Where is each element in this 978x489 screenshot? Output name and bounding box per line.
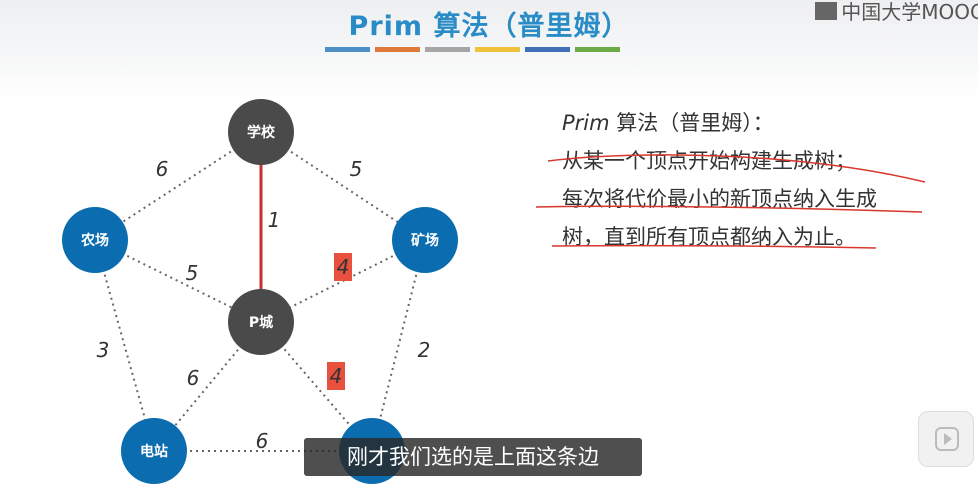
node-mine [392, 207, 458, 273]
algorithm-description: Prim 算法（普里姆）： 从某一个顶点开始构建生成树； 每次将代价最小的新顶点… [562, 104, 942, 256]
color-bar-segment [325, 47, 370, 52]
edge-farm-station [94, 239, 155, 452]
color-bar-segment [375, 47, 420, 52]
mooc-logo-icon [815, 1, 838, 20]
node-farm [62, 207, 128, 273]
node-label-farm: 农场 [80, 232, 109, 249]
node-pcity [228, 289, 294, 355]
node-school [228, 99, 294, 165]
edge-weight-mine-unknown: 2 [418, 338, 431, 362]
description-heading: Prim 算法（普里姆）： [562, 104, 942, 142]
description-line-1: 从某一个顶点开始构建生成树； [562, 149, 856, 173]
node-label-pcity: P城 [249, 314, 273, 331]
color-bar-segment [575, 47, 620, 52]
weight-highlight [327, 362, 345, 390]
heading-rest: 算法（普里姆）： [609, 111, 774, 135]
edge-weight-school-mine: 5 [350, 157, 363, 181]
edge-mine-unknown [371, 239, 426, 452]
edge-weight-farm-station: 3 [97, 338, 110, 362]
edge-pcity-unknown [260, 321, 373, 452]
heading-italic: Prim [562, 111, 610, 135]
play-icon [935, 427, 959, 451]
node-station [121, 418, 187, 484]
edge-weight-pcity-unknown: 4 [330, 364, 343, 388]
node-label-school: 学校 [247, 124, 276, 141]
mooc-logo-text: 中国大学MOOC [841, 0, 978, 24]
color-bar-segment [475, 47, 520, 52]
description-line-3: 树，直到所有顶点都纳入为止。 [562, 225, 856, 249]
node-label-mine: 矿场 [411, 232, 439, 249]
color-bar-segment [425, 47, 470, 52]
edge-weight-farm-pcity: 5 [186, 261, 199, 285]
color-bar-segment [525, 47, 570, 52]
mooc-logo: 中国大学MOOC [815, 0, 978, 25]
edge-weight-school-pcity: 1 [268, 208, 281, 232]
description-line-2: 每次将代价最小的新顶点纳入生成 [562, 187, 877, 211]
video-subtitle: 刚才我们选的是上面这条边 [304, 438, 642, 476]
edge-weight-pcity-station: 6 [187, 366, 200, 390]
weight-highlight [334, 253, 352, 281]
edge-weight-school-farm: 6 [156, 157, 169, 181]
edge-weight-mine-pcity: 4 [337, 255, 350, 279]
play-button[interactable] [918, 411, 974, 467]
node-label-station: 电站 [140, 443, 168, 460]
slide-title: Prim 算法（普里姆） [348, 11, 630, 42]
edge-weight-station-unknown: 6 [256, 429, 269, 453]
